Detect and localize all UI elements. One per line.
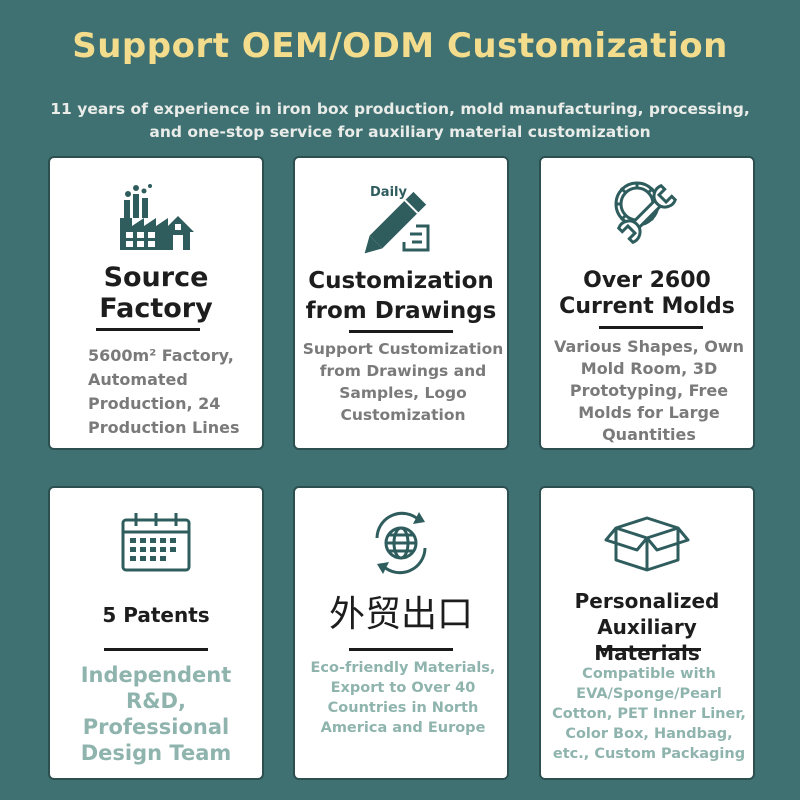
subtitle-line-1: 11 years of experience in iron box produ…: [50, 100, 750, 118]
card-heading: Personalized Auxiliary Materials: [574, 589, 720, 665]
calendar-icon: [50, 510, 262, 574]
card-customization-drawings: Daily Customization from Drawings Suppor…: [293, 156, 509, 450]
card-heading: Over 2600 Current Molds: [559, 268, 735, 319]
divider: [349, 330, 453, 333]
card-description: 5600m² Factory, Automated Production, 24…: [88, 346, 240, 437]
card-heading: 5 Patents: [102, 603, 210, 627]
card-heading: Customization from Drawings: [305, 268, 497, 324]
divider: [597, 648, 701, 651]
card-description: Various Shapes, Own Mold Room, 3D Protot…: [553, 337, 745, 444]
card-source-factory: Source Factory 5600m² Factory, Automated…: [48, 156, 264, 450]
card-foreign-trade: 外贸出口 Eco-friendly Materials, Export to O…: [293, 486, 509, 780]
card-description: Compatible with EVA/Sponge/Pearl Cotton,…: [552, 666, 746, 762]
divider: [104, 648, 208, 651]
card-description: Eco-friendly Materials, Export to Over 4…: [310, 660, 496, 736]
card-heading: 外贸出口: [328, 594, 473, 635]
pencil-icon: Daily: [295, 176, 507, 256]
page-subtitle: 11 years of experience in iron box produ…: [20, 98, 780, 144]
card-patents: 5 Patents Independent R&D, Professional …: [48, 486, 264, 780]
daily-label: Daily: [370, 185, 407, 200]
divider: [599, 326, 703, 329]
card-description: Support Customization from Drawings and …: [302, 340, 504, 424]
divider: [349, 648, 453, 651]
subtitle-line-2: and one-stop service for auxiliary mater…: [149, 123, 651, 141]
box-icon: [541, 510, 753, 574]
divider: [96, 328, 200, 331]
gear-wrench-icon: [541, 174, 753, 254]
globe-icon: [295, 508, 507, 578]
factory-icon: [50, 182, 262, 252]
card-current-molds: Over 2600 Current Molds Various Shapes, …: [539, 156, 755, 450]
card-description: Independent R&D, Professional Design Tea…: [80, 663, 232, 765]
card-auxiliary-materials: Personalized Auxiliary Materials Compati…: [539, 486, 755, 780]
card-heading: Source Factory: [99, 262, 213, 324]
page-title: Support OEM/ODM Customization: [72, 26, 728, 66]
